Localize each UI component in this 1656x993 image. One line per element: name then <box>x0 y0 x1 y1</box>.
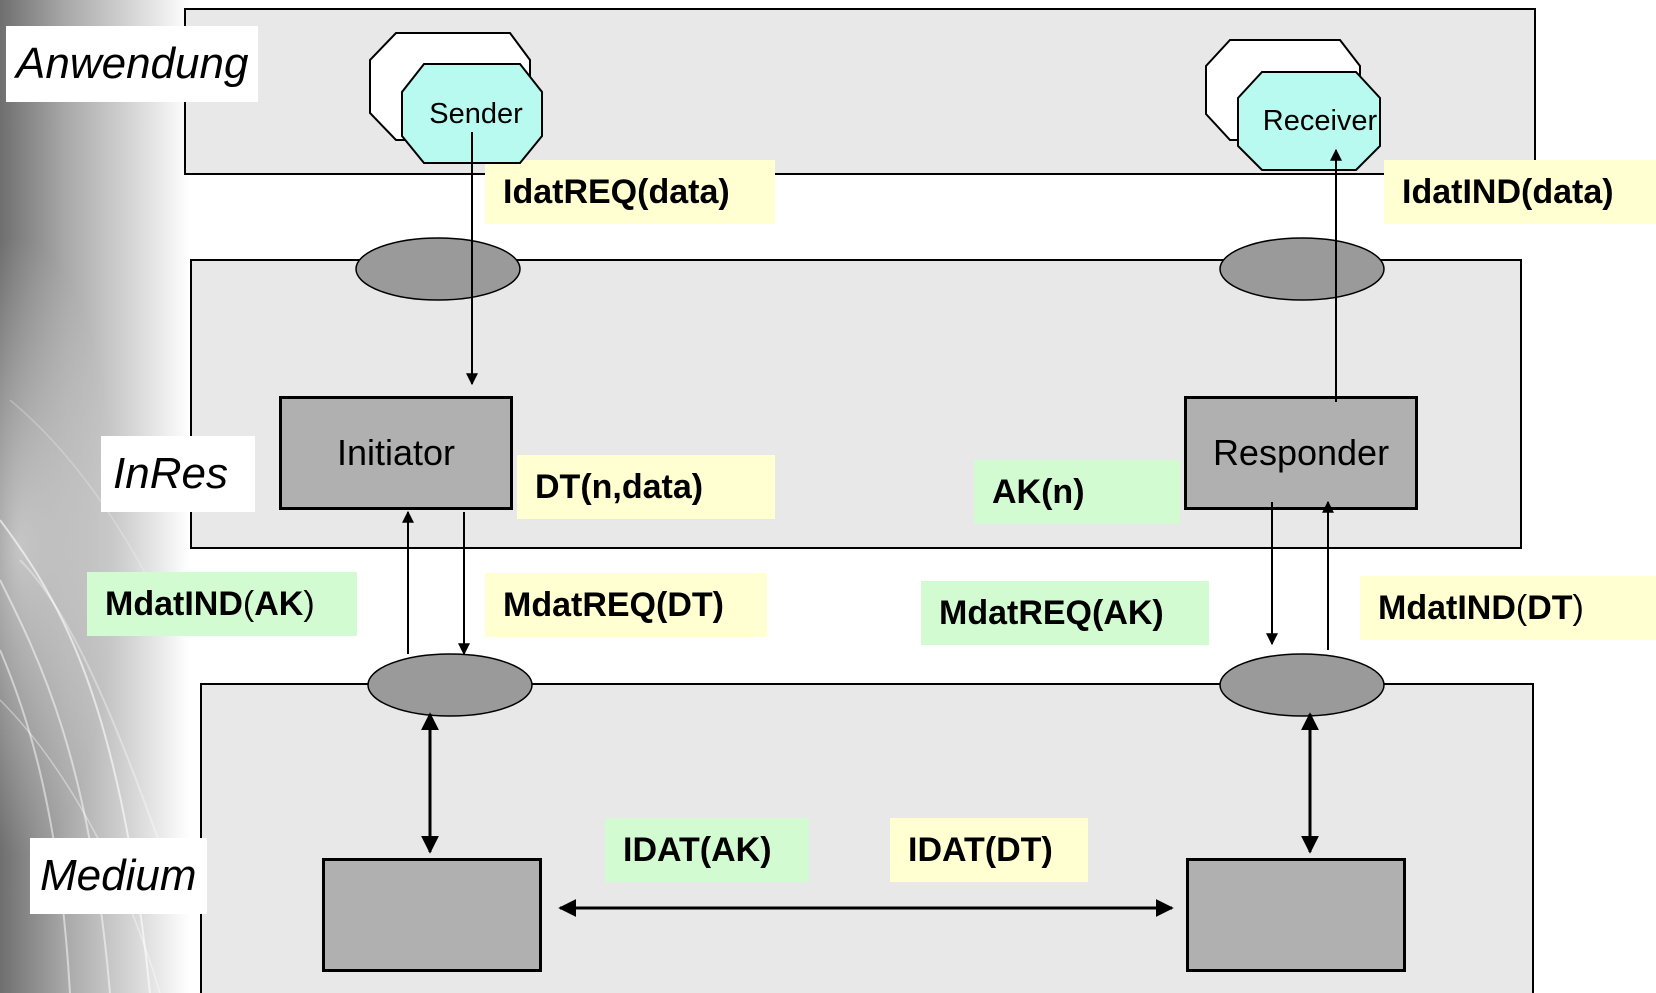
mdat-ind-dt-arg: DT <box>1527 589 1573 627</box>
responder-box[interactable]: Responder <box>1184 396 1418 510</box>
responder-label: Responder <box>1212 432 1390 473</box>
receiver-node[interactable]: Receiver <box>1205 39 1381 171</box>
medium-left-box[interactable] <box>322 858 542 972</box>
initiator-label: Initiator <box>336 432 456 473</box>
tag-ak: AK(n) <box>974 460 1180 524</box>
mdat-ind-ak-name: MdatIND <box>105 585 243 623</box>
tag-mdat-req-dt: MdatREQ(DT) <box>485 573 767 637</box>
layer-label-inres: InRes <box>101 436 255 512</box>
tag-idat-ind: IdatIND(data) <box>1384 160 1656 224</box>
layer-label-medium: Medium <box>30 838 207 914</box>
mdat-ind-ak-open: ( <box>242 585 255 623</box>
medium-right-box[interactable] <box>1186 858 1406 972</box>
mdat-ind-ak-close: ) <box>303 585 315 623</box>
sender-node[interactable]: Sender <box>369 32 543 164</box>
tag-idat-req: IdatREQ(data) <box>485 160 775 224</box>
sap-lower-right[interactable] <box>1219 653 1385 717</box>
initiator-box[interactable]: Initiator <box>279 396 513 510</box>
layer-label-anwendung: Anwendung <box>6 26 259 102</box>
mdat-ind-ak-arg: AK <box>254 585 304 623</box>
sap-lower-left[interactable] <box>367 653 533 717</box>
mdat-ind-dt-close: ) <box>1572 589 1584 627</box>
tag-mdat-ind-dt: MdatIND(DT) <box>1360 576 1656 640</box>
sender-label: Sender <box>429 98 523 130</box>
mdat-ind-dt-open: ( <box>1515 589 1528 627</box>
sap-upper-right[interactable] <box>1219 237 1385 301</box>
sender-shape <box>401 63 543 164</box>
receiver-shape <box>1237 71 1381 171</box>
receiver-label: Receiver <box>1263 105 1378 137</box>
mdat-ind-dt-name: MdatIND <box>1378 589 1516 627</box>
tag-mdat-ind-ak: MdatIND(AK) <box>87 572 357 636</box>
tag-dt: DT(n,data) <box>517 455 775 519</box>
tag-idat-ak: IDAT(AK) <box>605 818 809 882</box>
tag-mdat-req-ak: MdatREQ(AK) <box>921 581 1209 645</box>
tag-idat-dt: IDAT(DT) <box>890 818 1088 882</box>
sap-upper-left[interactable] <box>355 237 521 301</box>
